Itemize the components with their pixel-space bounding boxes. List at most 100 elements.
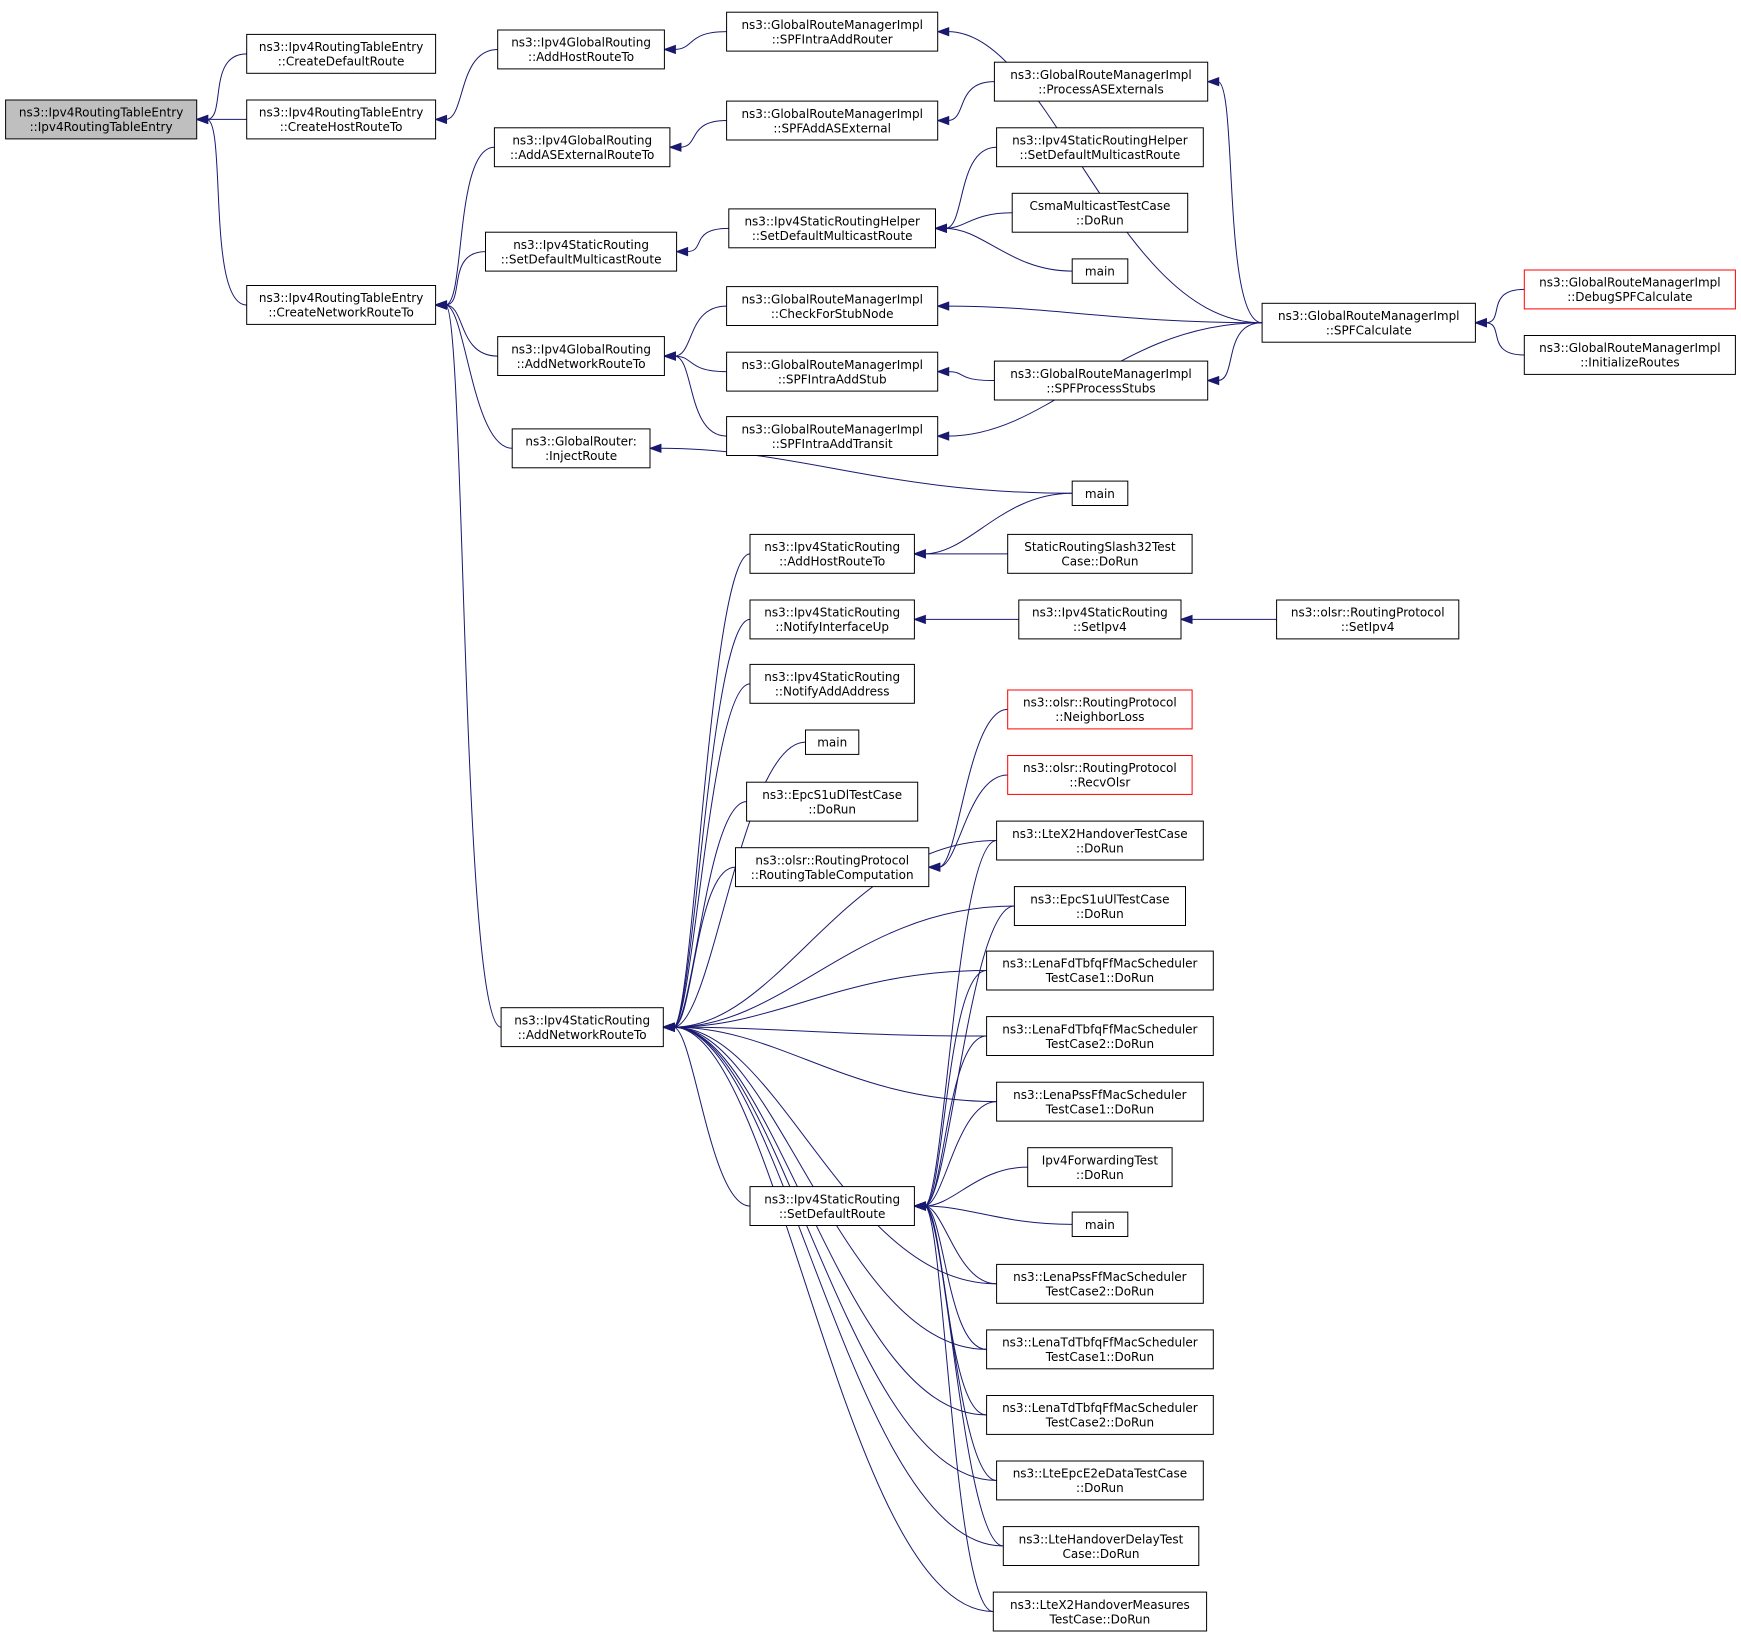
arrowhead bbox=[434, 300, 448, 310]
node-label-line: ::AddASExternalRouteTo bbox=[510, 148, 654, 162]
node-spfCalculate[interactable]: ns3::GlobalRouteManagerImpl::SPFCalculat… bbox=[1261, 302, 1476, 343]
node-lenaTd1[interactable]: ns3::LenaTdTbfqFfMacSchedulerTestCase1::… bbox=[986, 1329, 1214, 1370]
node-lenaFd2[interactable]: ns3::LenaFdTbfqFfMacSchedulerTestCase2::… bbox=[986, 1016, 1214, 1056]
edge-spfProcessStubs-to-spfIntraAddStub bbox=[936, 366, 995, 382]
node-processASExternals[interactable]: ns3::GlobalRouteManagerImpl::ProcessASEx… bbox=[993, 61, 1209, 102]
edge-line bbox=[938, 774, 1008, 868]
arrowhead bbox=[661, 1022, 675, 1032]
node-gAddASExternalRouteTo[interactable]: ns3::Ipv4GlobalRouting::AddASExternalRou… bbox=[493, 127, 671, 168]
arrowhead bbox=[1179, 614, 1193, 625]
node-label-line: TestCase::DoRun bbox=[1049, 1612, 1151, 1626]
node-debugSPF[interactable]: ns3::GlobalRouteManagerImpl::DebugSPFCal… bbox=[1523, 269, 1736, 310]
node-olsrRecvOlsr[interactable]: ns3::olsr::RoutingProtocol::RecvOlsr bbox=[1007, 755, 1193, 795]
node-box bbox=[1523, 269, 1736, 310]
edge-line bbox=[673, 866, 736, 1028]
node-main4[interactable]: main bbox=[1071, 1211, 1129, 1237]
edge-line bbox=[924, 1166, 1028, 1207]
node-label-line: ns3::LenaPssFfMacScheduler bbox=[1013, 1270, 1186, 1284]
node-sAddNetworkRouteTo[interactable]: ns3::Ipv4StaticRouting::AddNetworkRouteT… bbox=[500, 1007, 664, 1048]
node-lenaTd2[interactable]: ns3::LenaTdTbfqFfMacSchedulerTestCase2::… bbox=[986, 1395, 1214, 1435]
node-checkForStubNode[interactable]: ns3::GlobalRouteManagerImpl::CheckForStu… bbox=[726, 286, 939, 327]
node-epcS1uDl[interactable]: ns3::EpcS1uDlTestCase::DoRun bbox=[746, 781, 919, 822]
node-box bbox=[749, 663, 915, 704]
edge-lteEpcE2e-to-sSetDefaultRoute bbox=[912, 1201, 997, 1481]
node-label-line: ns3::LenaFdTbfqFfMacScheduler bbox=[1002, 1022, 1197, 1036]
node-lenaFd1[interactable]: ns3::LenaFdTbfqFfMacSchedulerTestCase1::… bbox=[986, 950, 1214, 991]
edge-epcS1uDl-to-sAddNetworkRouteTo bbox=[661, 801, 747, 1032]
node-spfAddASExternal[interactable]: ns3::GlobalRouteManagerImpl::SPFAddASExt… bbox=[726, 100, 939, 141]
node-box bbox=[996, 1263, 1204, 1304]
node-createHostRouteTo[interactable]: ns3::Ipv4RoutingTableEntry::CreateHostRo… bbox=[246, 99, 437, 140]
edge-lteX2Handover-to-sSetDefaultRoute bbox=[912, 840, 997, 1211]
node-ipv4Forwarding[interactable]: Ipv4ForwardingTest::DoRun bbox=[1027, 1147, 1173, 1188]
node-sAddHostRouteTo[interactable]: ns3::Ipv4StaticRouting::AddHostRouteTo bbox=[749, 533, 915, 574]
node-box bbox=[992, 1591, 1208, 1632]
node-label-line: CsmaMulticastTestCase bbox=[1029, 199, 1170, 213]
node-label-line: ns3::GlobalRouteManagerImpl bbox=[1539, 276, 1720, 290]
edge-line bbox=[445, 251, 486, 306]
node-grInjectRoute[interactable]: ns3::GlobalRouter::InjectRoute bbox=[511, 428, 651, 469]
edge-helperSetDefaultMulticastRoute2-to-helperSetDefaultMulticastRoute bbox=[934, 146, 997, 234]
node-box bbox=[1007, 533, 1193, 574]
node-createNetworkRouteTo[interactable]: ns3::Ipv4RoutingTableEntry::CreateNetwor… bbox=[246, 285, 437, 325]
node-spfIntraAddStub[interactable]: ns3::GlobalRouteManagerImpl::SPFIntraAdd… bbox=[726, 351, 939, 392]
node-epcS1uUl[interactable]: ns3::EpcS1uUlTestCase::DoRun bbox=[1013, 886, 1187, 926]
node-box bbox=[986, 950, 1214, 991]
node-spfProcessStubs[interactable]: ns3::GlobalRouteManagerImpl::SPFProcessS… bbox=[993, 360, 1209, 401]
edge-olsrSetIpv4-to-sSetIpv4 bbox=[1179, 614, 1277, 625]
node-label-line: ns3::Ipv4RoutingTableEntry bbox=[259, 40, 423, 54]
node-label-line: ns3::LteEpcE2eDataTestCase bbox=[1013, 1467, 1187, 1481]
node-lteX2Handover[interactable]: ns3::LteX2HandoverTestCase::DoRun bbox=[996, 820, 1204, 861]
node-root[interactable]: ns3::Ipv4RoutingTableEntry::Ipv4RoutingT… bbox=[5, 99, 198, 140]
node-spfIntraAddTransit[interactable]: ns3::GlobalRouteManagerImpl::SPFIntraAdd… bbox=[726, 416, 939, 457]
node-helperSetDefaultMulticastRoute[interactable]: ns3::Ipv4StaticRoutingHelper::SetDefault… bbox=[728, 208, 936, 249]
node-lteX2Measures[interactable]: ns3::LteX2HandoverMeasuresTestCase::DoRu… bbox=[992, 1591, 1208, 1632]
node-createDefaultRoute[interactable]: ns3::Ipv4RoutingTableEntry::CreateDefaul… bbox=[246, 33, 437, 74]
node-main2[interactable]: main bbox=[1071, 258, 1129, 284]
node-gAddHostRouteTo[interactable]: ns3::Ipv4GlobalRouting::AddHostRouteTo bbox=[497, 29, 665, 70]
node-label-line: ns3::LteX2HandoverTestCase bbox=[1012, 827, 1188, 841]
node-label-line: TestCase2::DoRun bbox=[1045, 1285, 1154, 1299]
node-helperSetDefaultMulticastRoute2[interactable]: ns3::Ipv4StaticRoutingHelper::SetDefault… bbox=[996, 127, 1204, 168]
node-lenaPss2[interactable]: ns3::LenaPssFfMacSchedulerTestCase2::DoR… bbox=[996, 1263, 1204, 1304]
edge-line bbox=[924, 1205, 1004, 1547]
node-label-line: ::ProcessASExternals bbox=[1038, 82, 1163, 96]
node-label-line: ns3::Ipv4StaticRoutingHelper bbox=[744, 215, 920, 229]
node-box bbox=[1071, 258, 1129, 284]
node-sSetDefaultRoute[interactable]: ns3::Ipv4StaticRouting::SetDefaultRoute bbox=[749, 1186, 915, 1226]
edge-line bbox=[1485, 288, 1525, 324]
edge-helperSetDefaultMulticastRoute-to-sSetDefaultMulticastRoute bbox=[675, 227, 729, 257]
node-sSetIpv4[interactable]: ns3::Ipv4StaticRouting::SetIpv4 bbox=[1018, 599, 1182, 640]
node-label-line: ::RoutingTableComputation bbox=[751, 868, 914, 882]
edge-line bbox=[1217, 322, 1263, 382]
node-sNotifyAddAddress[interactable]: ns3::Ipv4StaticRouting::NotifyAddAddress bbox=[749, 663, 915, 704]
node-label-line: ::NotifyAddAddress bbox=[775, 685, 890, 699]
node-sSetDefaultMulticastRoute[interactable]: ns3::Ipv4StaticRouting::SetDefaultMultic… bbox=[485, 231, 678, 272]
edge-line bbox=[445, 304, 513, 449]
node-lteEpcE2e[interactable]: ns3::LteEpcE2eDataTestCase::DoRun bbox=[996, 1460, 1204, 1501]
edge-spfCalculate-to-processASExternals bbox=[1206, 76, 1263, 324]
edge-line bbox=[924, 969, 987, 1207]
edge-line bbox=[673, 801, 747, 1028]
node-spfIntraAddRouter[interactable]: ns3::GlobalRouteManagerImpl::SPFIntraAdd… bbox=[726, 11, 939, 52]
node-main3[interactable]: main bbox=[1071, 480, 1129, 507]
node-label-line: Ipv4ForwardingTest bbox=[1042, 1153, 1159, 1167]
node-csmaMulticast[interactable]: CsmaMulticastTestCase::DoRun bbox=[1011, 192, 1189, 233]
node-olsrSetIpv4[interactable]: ns3::olsr::RoutingProtocol::SetIpv4 bbox=[1276, 599, 1460, 640]
node-box bbox=[1276, 599, 1460, 640]
node-initializeRoutes[interactable]: ns3::GlobalRouteManagerImpl::InitializeR… bbox=[1523, 335, 1736, 375]
node-olsrNeighborLoss[interactable]: ns3::olsr::RoutingProtocol::NeighborLoss bbox=[1007, 689, 1193, 730]
node-lenaPss1[interactable]: ns3::LenaPssFfMacSchedulerTestCase1::DoR… bbox=[996, 1081, 1204, 1122]
edge-sSetIpv4-to-sNotifyInterfaceUp bbox=[912, 614, 1019, 625]
node-sNotifyInterfaceUp[interactable]: ns3::Ipv4StaticRouting::NotifyInterfaceU… bbox=[749, 599, 915, 640]
node-box bbox=[1002, 1526, 1200, 1566]
node-main1[interactable]: main bbox=[805, 729, 860, 755]
arrowhead bbox=[668, 142, 682, 152]
node-olsrRTC[interactable]: ns3::olsr::RoutingProtocol::RoutingTable… bbox=[735, 847, 930, 888]
edge-line bbox=[445, 304, 498, 357]
node-label-line: ::CheckForStubNode bbox=[771, 307, 894, 321]
node-box bbox=[993, 61, 1209, 102]
node-gAddNetworkRouteTo[interactable]: ns3::Ipv4GlobalRouting::AddNetworkRouteT… bbox=[497, 336, 665, 377]
